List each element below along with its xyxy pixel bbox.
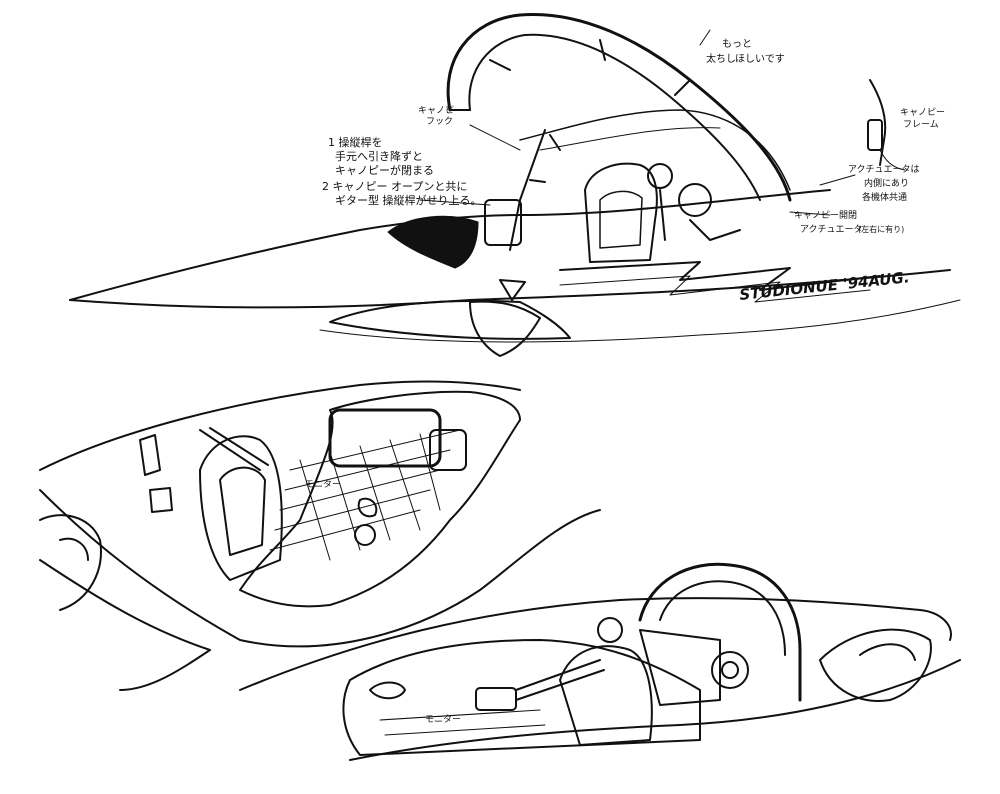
note-top-3: ほしいです (735, 53, 785, 65)
stick-grip (475, 687, 517, 711)
cockpit-bubble (342, 639, 701, 756)
note-top-2: 太ちし (706, 52, 736, 65)
label-monitor-1: モニター (305, 479, 341, 490)
note-top-1: もっと (722, 38, 752, 50)
label-canopy-open-actuator-1: キャノピー開閉 (794, 210, 857, 221)
cockpit-tub (239, 390, 521, 608)
nose-shadow-shape (387, 215, 479, 269)
note-canopy-close-1: 1 操縦桿を (328, 135, 383, 149)
label-canopy-hook-1: キャノピー (418, 105, 463, 116)
bottom-cockpit-drawing (239, 562, 961, 761)
lightning-stripe (559, 261, 881, 291)
note-canopy-close-2: 手元へ引き降ずと (335, 149, 423, 163)
label-canopy-frame-1: キャノピー (900, 107, 945, 118)
pilot-seat (584, 162, 658, 263)
canopy-frame-detail (869, 79, 887, 166)
note-canopy-open-1: 2 キャノピー オープンと共に (322, 180, 467, 193)
intake-pod-right (469, 300, 541, 357)
note-actuator-1: アクチュエータは (848, 164, 920, 175)
intake-pod-left (329, 299, 571, 340)
studio-signature: STUDIONUE '94AUG. (739, 268, 911, 304)
note-actuator-2: 内側にあり (864, 177, 909, 189)
note-canopy-close-3: キャノピーが閉まる (335, 163, 434, 177)
label-canopy-frame-2: フレーム (903, 119, 939, 130)
canopy-hoop (638, 562, 802, 702)
note-canopy-open-2: ギター型 操縦桿がせり上る。 (335, 193, 482, 207)
middle-cockpit-drawing (39, 380, 601, 691)
top-cockpit-drawing (69, 12, 961, 357)
monitor-screen (328, 408, 442, 468)
cockpit-rim-upper (39, 380, 521, 471)
label-canopy-hook-2: フック (426, 116, 453, 127)
pilot-seat-bottom (559, 645, 653, 746)
side-pod (819, 628, 932, 702)
label-canopy-open-actuator-2: アクチュエータ (800, 224, 863, 235)
pilot-seat-middle (199, 435, 283, 581)
note-actuator-3: 各機体共通 (862, 191, 907, 203)
label-monitor-2: モニター (425, 714, 461, 725)
stick-housing (484, 199, 522, 246)
label-canopy-open-actuator-3: (左右に有り) (858, 224, 904, 234)
